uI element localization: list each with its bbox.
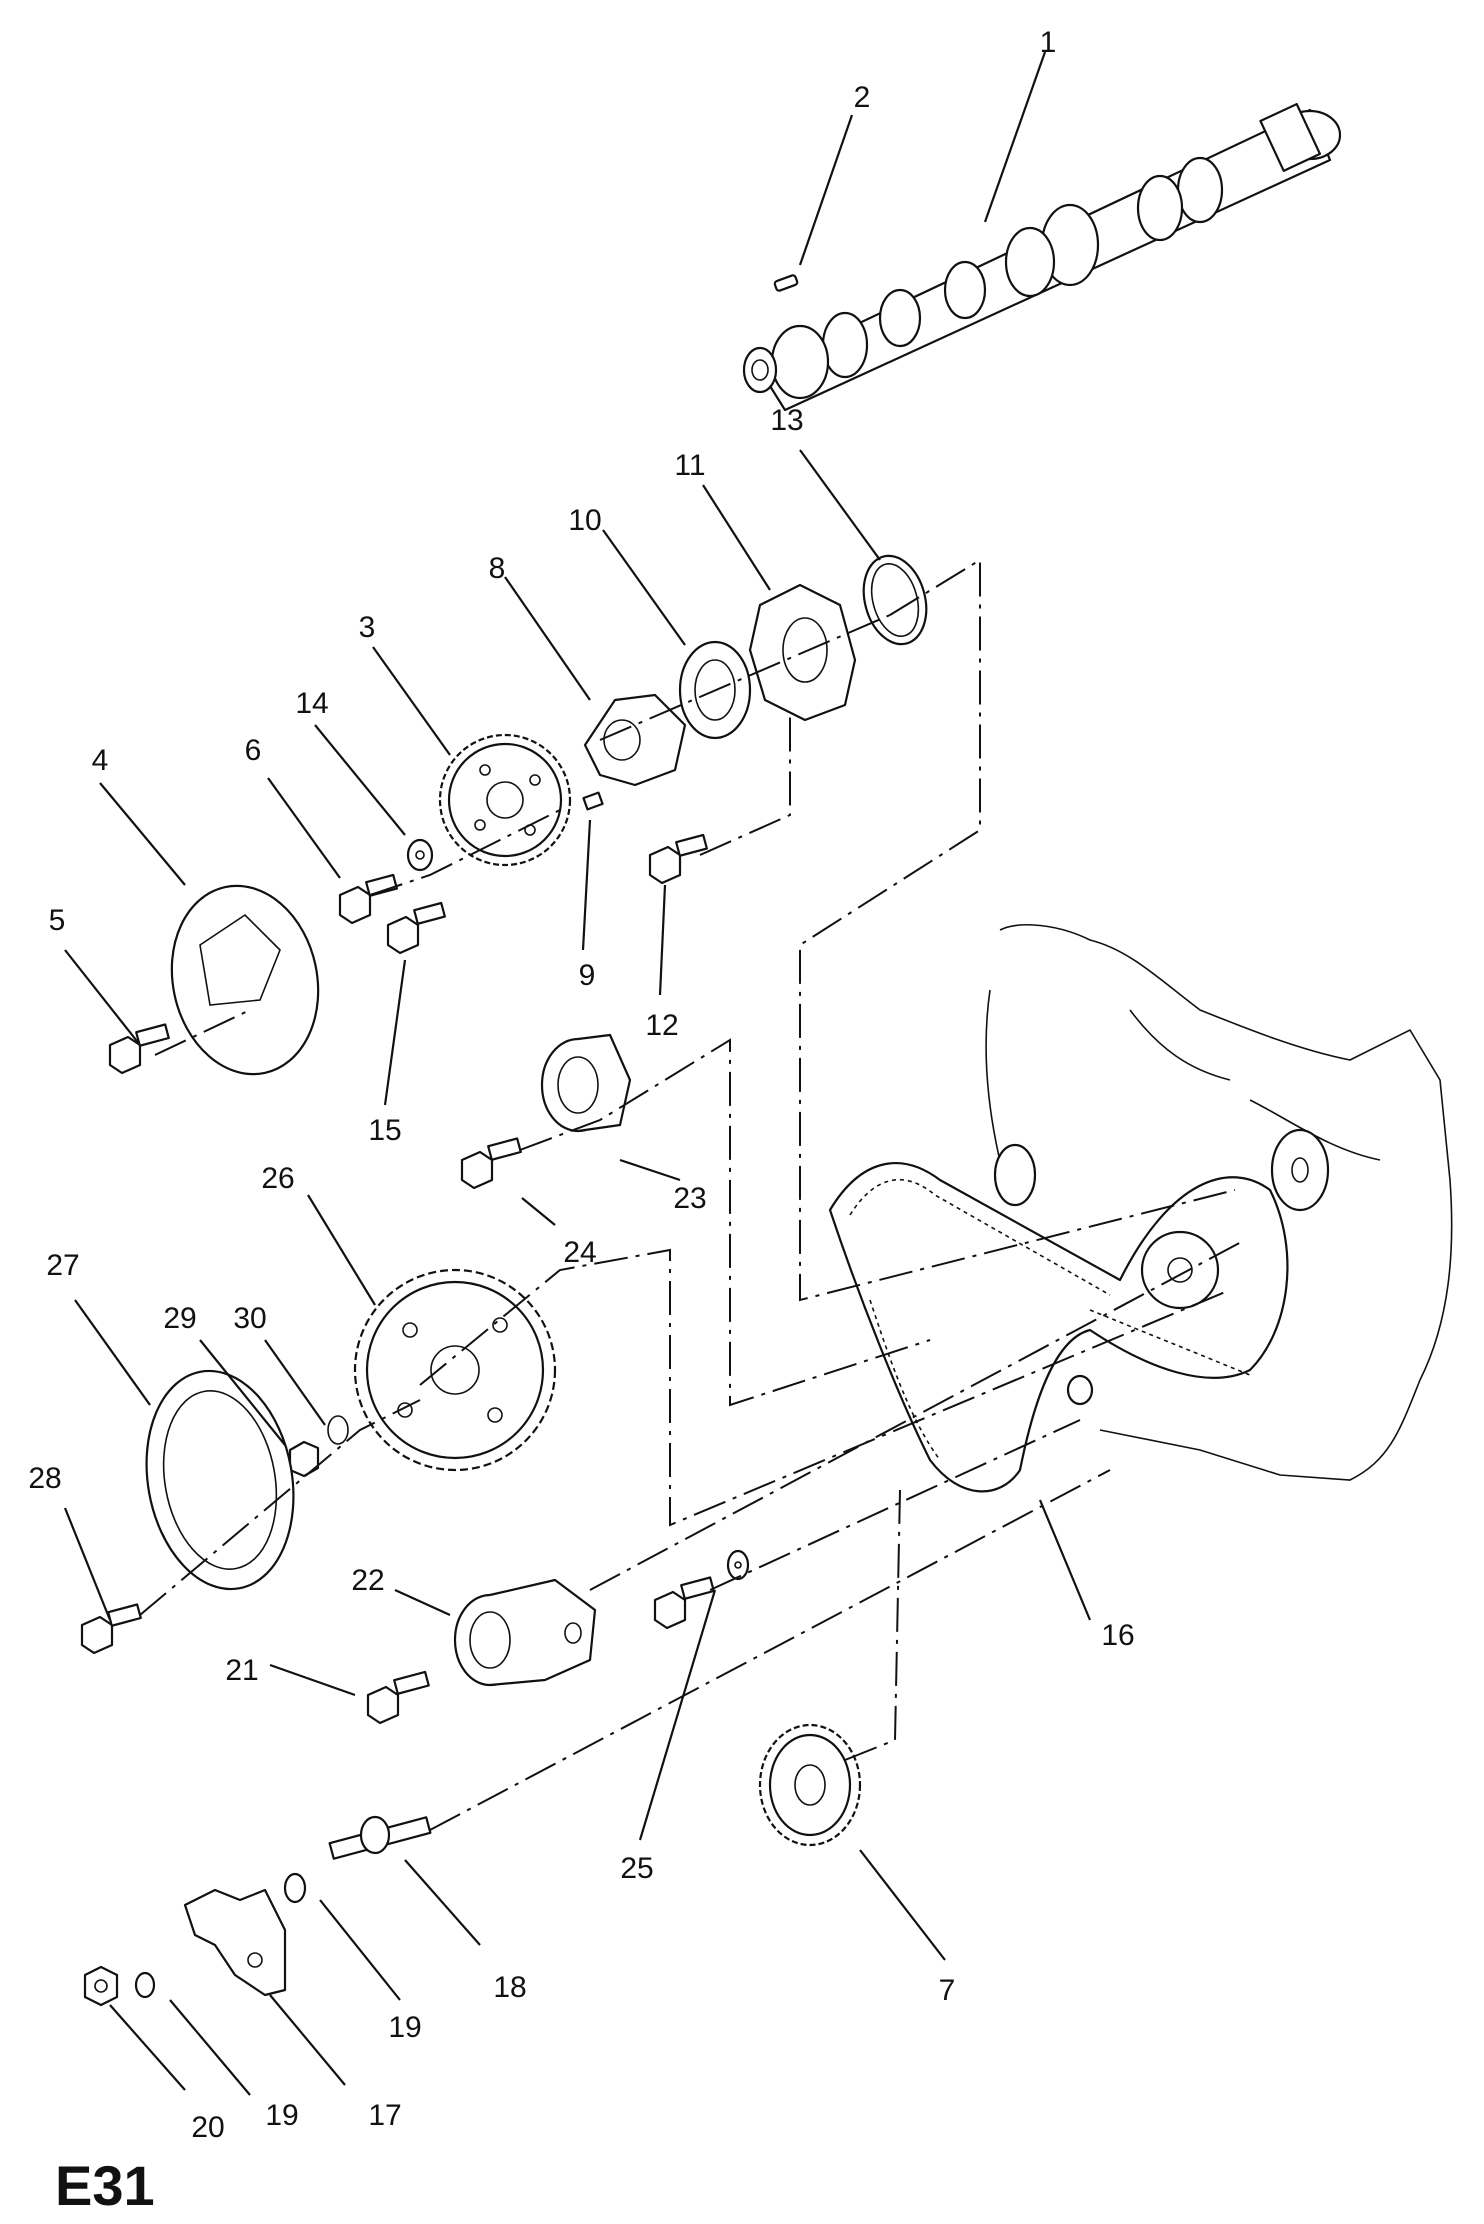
callout-13: 13 [770,404,803,437]
callout-4: 4 [92,744,109,777]
callout-27: 27 [46,1249,79,1282]
callout-19-upper: 19 [388,2011,421,2044]
washer-19-upper [283,1872,307,1904]
bolt-12 [648,833,708,885]
callout-1: 1 [1040,26,1057,59]
camshaft-sprocket [438,733,572,867]
callout-11: 11 [674,449,705,482]
callout-2: 2 [854,81,871,114]
callout-7: 7 [939,1974,956,2007]
callout-numbers: 1 2 13 11 10 8 3 14 6 4 5 15 9 12 26 23 … [28,26,1134,2144]
callout-12: 12 [645,1009,678,1042]
callout-25: 25 [620,1852,653,1885]
washer-25 [726,1549,750,1581]
diagram-code-label: E31 [55,2154,155,2217]
callout-26: 26 [261,1162,294,1195]
bolt-6 [338,873,398,925]
woodruff-key [773,274,799,292]
bolt-21 [366,1670,430,1725]
o-ring [862,554,928,646]
callout-29: 29 [163,1302,196,1335]
assembly-axes [139,558,1246,1831]
callout-5: 5 [49,904,66,937]
callout-17: 17 [368,2099,401,2132]
callout-8: 8 [489,552,506,585]
nut-20 [83,1965,119,2007]
callout-16: 16 [1101,1619,1134,1652]
washer-19-lower [134,1971,156,1999]
tensioner-assembly [453,1578,597,1687]
circlip-30 [327,1415,349,1445]
bolt-28 [80,1603,142,1655]
injection-pump-sprocket [353,1268,557,1472]
callout-28: 28 [28,1462,61,1495]
sprocket-cover-plate [170,884,320,1076]
callout-23: 23 [673,1182,706,1215]
sprocket-rear-plate [145,1369,295,1591]
stud-bolt-18 [328,1815,432,1860]
bracket-17 [183,1888,287,1997]
washer-14 [406,838,434,872]
bolt-5 [108,1023,170,1075]
callout-6: 6 [245,734,262,767]
callout-9: 9 [579,959,596,992]
callout-19-lower: 19 [265,2099,298,2132]
callout-24: 24 [563,1236,596,1269]
crankshaft-sprocket [758,1723,862,1847]
flange-hub [583,693,687,787]
bolt-24 [460,1137,522,1190]
dowel-pin [582,791,604,811]
nut-29 [288,1440,320,1478]
callout-20: 20 [191,2111,224,2144]
leader-lines [63,51,1092,2096]
callout-30: 30 [233,1302,266,1335]
callout-18: 18 [493,1971,526,2004]
callout-21: 21 [225,1654,258,1687]
callout-10: 10 [568,504,601,537]
callout-3: 3 [359,611,376,644]
bolt-15 [386,901,446,955]
timing-belt [828,1162,1289,1493]
rear-sprocket-shafts [993,1128,1330,1406]
callout-14: 14 [295,687,328,720]
bolt-tensioner [653,1576,715,1630]
callout-22: 22 [351,1564,384,1597]
camshaft [742,102,1342,412]
callout-15: 15 [368,1114,401,1147]
idler-roller [540,1033,632,1133]
